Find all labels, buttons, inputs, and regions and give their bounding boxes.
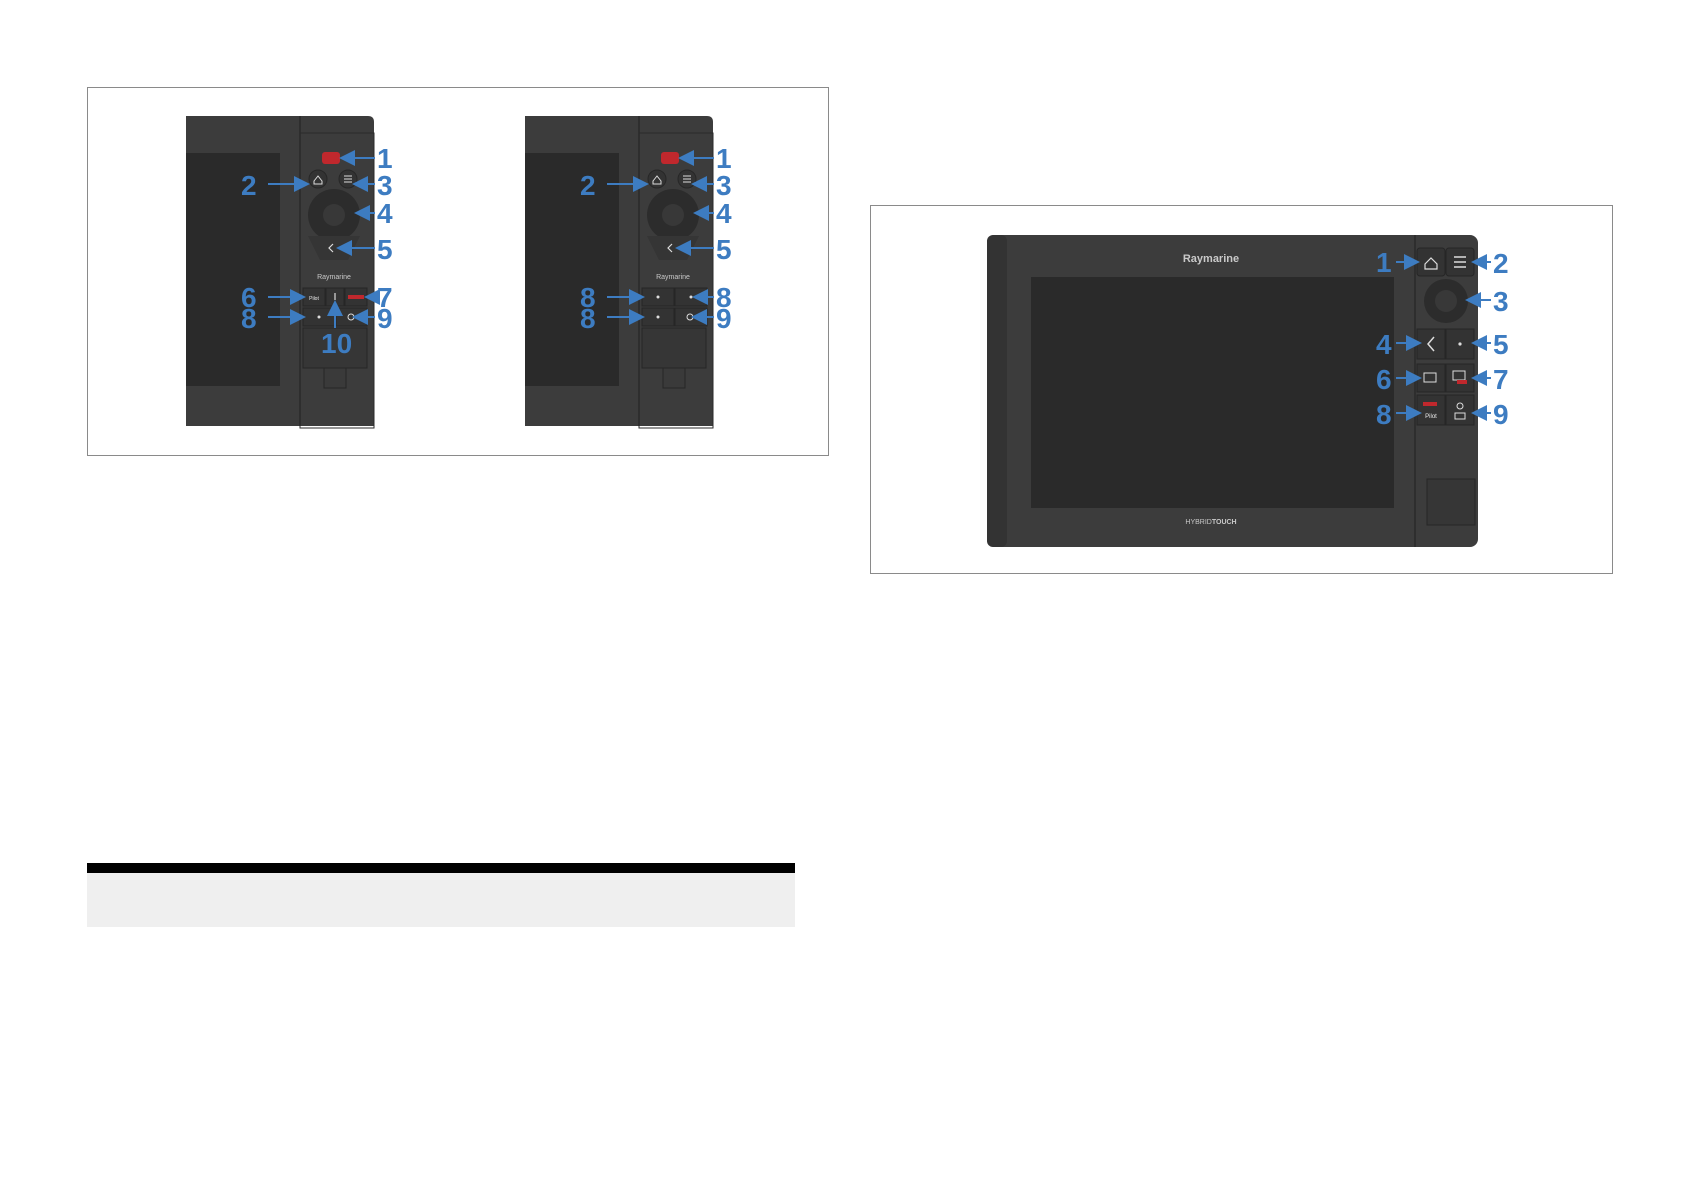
callout-5: 5 [377, 234, 393, 265]
landscape-brand: Raymarine [1183, 253, 1239, 265]
landscape-back-button [1417, 329, 1445, 359]
svg-text:8: 8 [580, 303, 596, 334]
svg-text:2: 2 [580, 170, 596, 201]
figure-landscape-unit: Raymarine HYBRIDTOUCH [870, 205, 1613, 574]
landscape-model: HYBRIDTOUCH [1185, 519, 1236, 526]
callout-2: 2 [1493, 248, 1509, 279]
unit-b-home-button [648, 170, 666, 188]
callout-4: 4 [377, 198, 393, 229]
landscape-power-button [1446, 395, 1474, 425]
callout-3: 3 [377, 170, 393, 201]
svg-text:Pilot: Pilot [1425, 414, 1437, 420]
callout-9: 9 [1493, 399, 1509, 430]
unit-a-home-button [309, 170, 327, 188]
unit-b-screen [525, 153, 619, 386]
callout-4: 4 [1376, 329, 1392, 360]
unit-a-brand: Raymarine [317, 274, 351, 281]
landscape-waypoint-button [1446, 364, 1474, 392]
unit-a-illustration: Raymarine Pilot [186, 116, 374, 428]
note-header-bar [87, 863, 795, 873]
svg-text:4: 4 [716, 198, 732, 229]
svg-text:9: 9 [716, 303, 732, 334]
landscape-switch-button [1417, 364, 1445, 392]
unit-b-illustration: Raymarine [525, 116, 713, 428]
svg-text:5: 5 [716, 234, 732, 265]
svg-text:Pilot: Pilot [309, 296, 319, 302]
unit-a-mob-button [322, 152, 340, 164]
landscape-home-button [1417, 248, 1445, 276]
callout-3: 3 [1493, 286, 1509, 317]
landscape-pilot-button [1417, 395, 1445, 425]
callout-7: 7 [1493, 364, 1509, 395]
callout-6: 6 [1376, 364, 1392, 395]
callout-8: 8 [241, 303, 257, 334]
callout-8: 8 [1376, 399, 1392, 430]
callout-9: 9 [377, 303, 393, 334]
callout-5: 5 [1493, 329, 1509, 360]
callout-10: 10 [321, 328, 352, 359]
unit-b-brand: Raymarine [656, 274, 690, 281]
callout-2: 2 [241, 170, 257, 201]
unit-a-screen [186, 153, 280, 386]
figure-portrait-units: Raymarine Pilot 1 2 3 4 5 [87, 87, 829, 456]
landscape-screen [1031, 277, 1394, 508]
unit-b-mob-button [661, 152, 679, 164]
svg-text:3: 3 [716, 170, 732, 201]
callout-1: 1 [1376, 247, 1392, 278]
landscape-unit-illustration: Raymarine HYBRIDTOUCH [987, 235, 1478, 547]
note-box [87, 873, 795, 927]
